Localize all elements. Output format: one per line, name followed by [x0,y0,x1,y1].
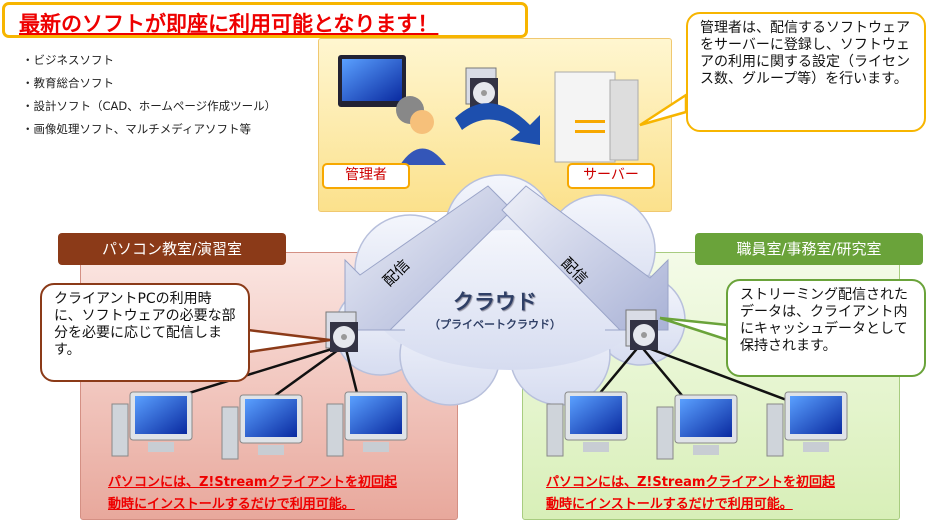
headline: 最新のソフトが即座に利用可能となります！ [2,2,528,38]
software-item: ・教育総合ソフト [22,76,114,90]
staffroom-header: 職員室/事務室/研究室 [695,233,923,265]
staffroom-callout: ストリーミング配信されたデータは、クライアント内にキャッシュデータとして保持され… [726,279,926,377]
classroom-callout: クライアントPCの利用時に、ソフトウェアの必要な部分を必要に応じて配信します。 [40,283,250,382]
callout-tail [639,92,688,127]
callout-tail [246,328,331,354]
admin-callout: 管理者は、配信するソフトウェアをサーバーに登録し、ソフトウェアの利用に関する設定… [686,12,926,132]
sync-arrow-icon [455,103,540,145]
software-item: ・画像処理ソフト、マルチメディアソフト等 [22,122,251,136]
server-icon [554,71,639,163]
classroom-header: パソコン教室/演習室 [58,233,286,265]
cloud-subtitle: （プライベートクラウド） [429,318,561,331]
classroom-note-line1: パソコンには、Z!Streamクライアントを初回起 [108,475,397,490]
admin-label: 管理者 [322,163,410,189]
cloud-title: クラウド [453,290,537,314]
admin-icon [338,55,446,165]
server-label: サーバー [567,163,655,189]
computer-icons [111,391,848,460]
software-item: ・ビジネスソフト [22,53,114,67]
staffroom-note-line1: パソコンには、Z!Streamクライアントを初回起 [546,475,835,490]
arrow-left [344,185,513,331]
software-item: ・設計ソフト（CAD、ホームページ作成ツール） [22,99,277,113]
staffroom-note-line2: 動時にインストールするだけで利用可能。 [546,497,793,512]
classroom-note-line2: 動時にインストールするだけで利用可能。 [108,497,355,512]
